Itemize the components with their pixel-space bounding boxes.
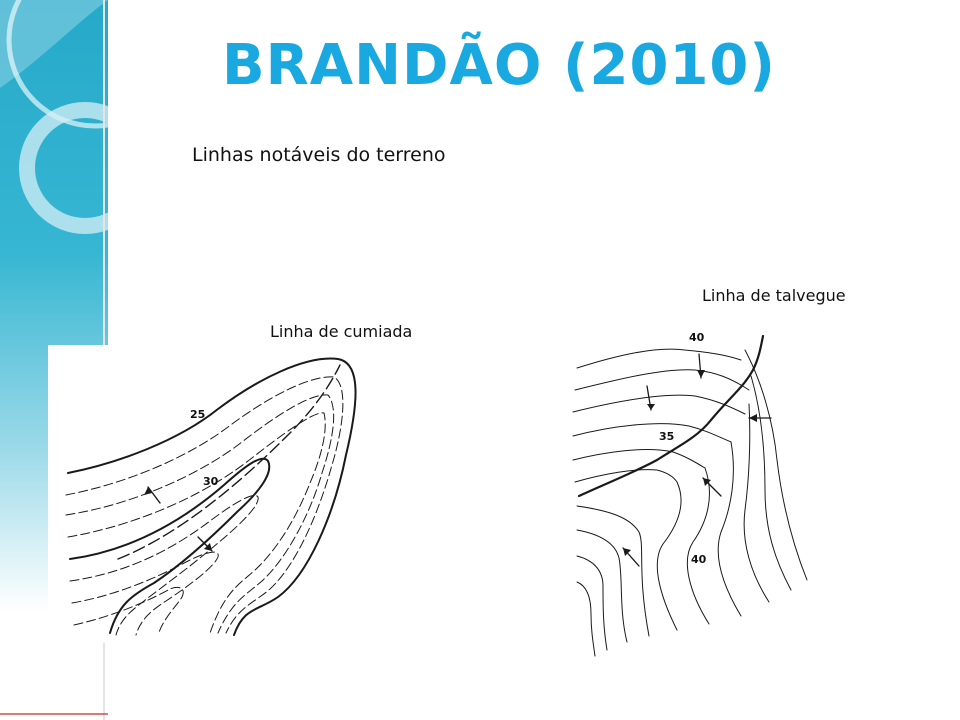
valley-contour-line — [576, 348, 742, 369]
slope-arrow-head — [697, 370, 705, 378]
valley-contour-line — [572, 394, 746, 415]
ridge-axis-line — [117, 364, 341, 560]
elevation-label: 40 — [691, 553, 707, 566]
valley-contour-line — [744, 349, 808, 581]
valley-contour-diagram: 40 35 40 — [565, 320, 810, 660]
caption-ridge-line: Linha de cumiada — [270, 322, 413, 341]
valley-contour-line — [576, 581, 596, 657]
elevation-label: 35 — [659, 430, 674, 443]
valley-axis-line — [577, 334, 765, 498]
valley-contour-line — [572, 449, 706, 469]
valley-contour-line — [576, 529, 628, 643]
slope-arrow-head — [204, 543, 212, 551]
ridge-contour-line — [65, 394, 335, 634]
band-wave-shape — [0, 0, 108, 88]
elevation-label: 25 — [190, 408, 205, 421]
valley-contour-line — [743, 403, 770, 603]
ridge-contour-line — [65, 376, 344, 634]
slope-arrow-head — [144, 487, 152, 495]
valley-contour-drawing: 40 35 40 — [572, 331, 808, 657]
valley-contour-line — [750, 375, 792, 591]
slope-arrow-head — [703, 478, 711, 486]
slide-subtitle: Linhas notáveis do terreno — [192, 144, 446, 166]
valley-contour-line — [576, 505, 650, 637]
ridge-contour-line — [71, 551, 219, 636]
valley-contour-line — [576, 555, 608, 651]
valley-contour-line — [574, 369, 750, 391]
ridge-contour-30 — [69, 457, 271, 634]
valley-contour-line — [656, 481, 682, 631]
elevation-label: 30 — [203, 475, 219, 488]
slope-arrow-head — [749, 414, 757, 422]
ridge-contour-line — [73, 586, 184, 636]
valley-contour-line — [717, 441, 742, 617]
band-arc-outer — [6, 0, 108, 129]
valley-contour-line — [572, 423, 732, 443]
ridge-contour-diagram: 25 30 — [48, 345, 372, 643]
elevation-label: 40 — [689, 331, 705, 344]
ridge-contour-line — [67, 412, 326, 634]
slope-arrow-head — [647, 404, 655, 410]
slope-arrow-shaft — [147, 486, 161, 504]
ridge-contour-line — [69, 495, 259, 636]
valley-contour-line — [686, 467, 710, 625]
caption-valley-line: Linha de talvegue — [702, 286, 846, 305]
slope-arrow-head — [623, 548, 631, 556]
band-ring — [19, 102, 108, 234]
slide-title: BRANDÃO (2010) — [222, 33, 776, 98]
valley-contour-line — [574, 469, 678, 483]
ridge-contour-drawing: 25 30 — [65, 357, 357, 636]
ridge-contour-outer — [67, 357, 357, 636]
